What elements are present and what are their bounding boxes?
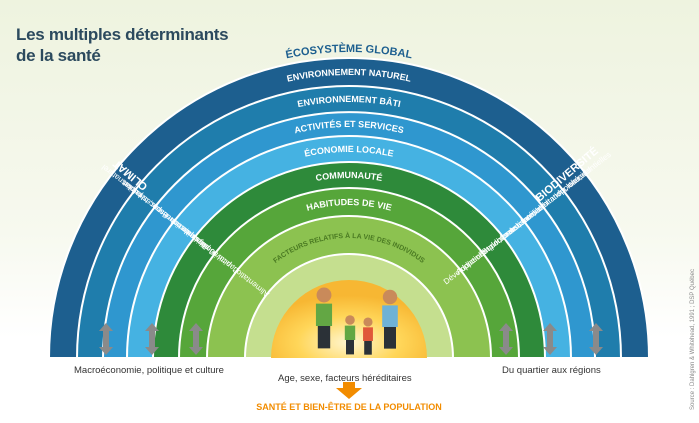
band-title-4: COMMUNAUTÉ — [315, 170, 383, 183]
caption-center: Age, sexe, facteurs héréditaires — [278, 373, 412, 384]
person-child-girl — [363, 317, 373, 355]
source-credit: Source : Dahlgren & Whitehead, 1991 ; DS… — [690, 269, 696, 410]
title-line-2: de la santé — [16, 46, 101, 65]
title-line-1: Les multiples déterminants — [16, 25, 229, 44]
bottom-caption: SANTÉ ET BIEN-ÊTRE DE LA POPULATION — [256, 401, 442, 412]
label-ecosysteme-global: ÉCOSYSTÈME GLOBAL — [285, 42, 414, 61]
caption-left: Macroéconomie, politique et culture — [74, 365, 224, 376]
down-arrow — [336, 382, 362, 399]
band-title-1: ENVIRONNEMENT BÂTI — [297, 94, 402, 109]
family-illustration — [315, 287, 398, 355]
band-title-3: ÉCONOMIE LOCALE — [303, 144, 394, 159]
influence-arrow — [589, 323, 603, 355]
influence-arrow — [543, 323, 557, 355]
influence-arrow — [145, 323, 159, 355]
caption-right: Du quartier aux régions — [502, 365, 601, 376]
person-child-boy — [344, 315, 356, 355]
person-father — [315, 287, 333, 349]
diagram-title: Les multiples déterminants de la santé — [16, 24, 229, 66]
influence-arrow — [499, 323, 513, 355]
influence-arrow — [189, 323, 203, 355]
person-mother — [382, 289, 398, 349]
influence-arrow — [99, 323, 113, 355]
